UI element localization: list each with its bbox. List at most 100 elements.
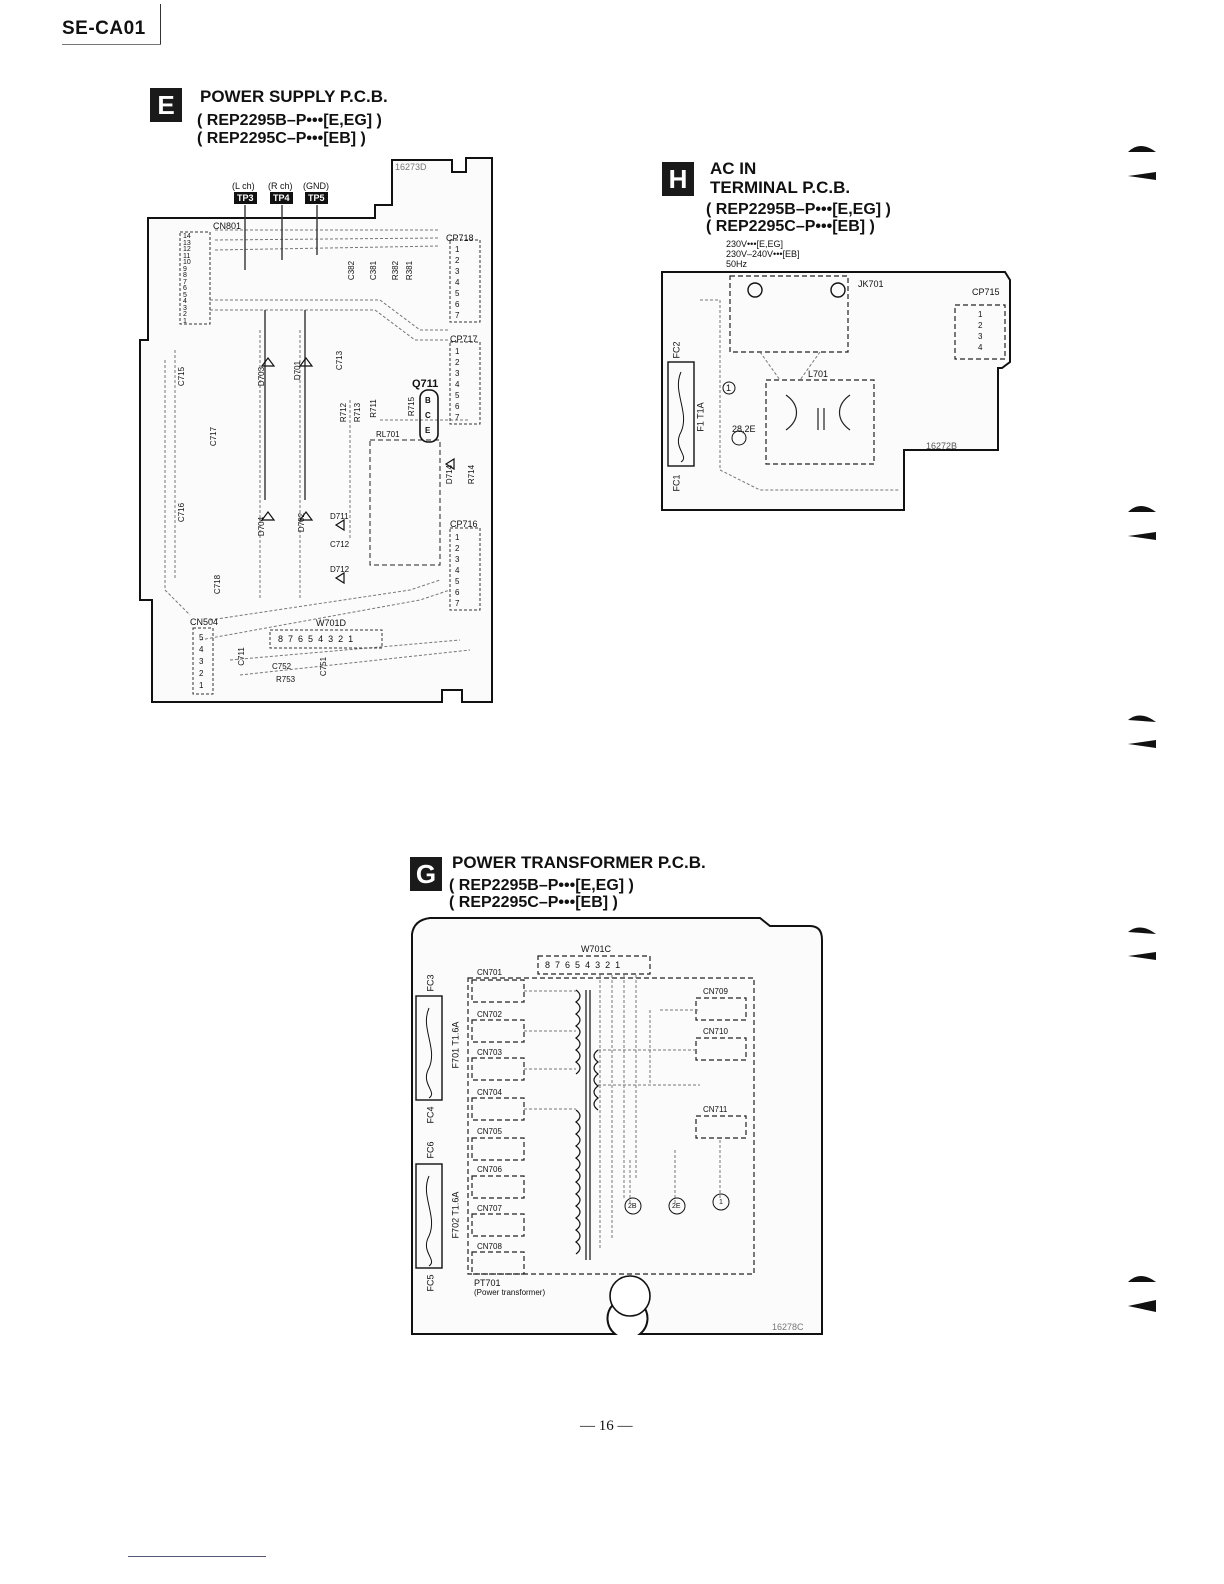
board-h-title-line2: TERMINAL P.C.B. bbox=[710, 178, 851, 197]
fc3-label: FC3 bbox=[425, 974, 436, 992]
cn801-pin: 10 bbox=[183, 259, 191, 266]
board-h-code: 16272B bbox=[926, 441, 958, 451]
cn801-pin: 7 bbox=[183, 278, 187, 286]
cn801-pin: 11 bbox=[183, 252, 191, 260]
tp5-label: (GND) bbox=[303, 181, 329, 191]
tp3-badge: TP3 bbox=[234, 192, 257, 204]
connector-cn711: CN711 bbox=[703, 1105, 728, 1114]
component-c752: C752 bbox=[272, 662, 292, 671]
f702-label: F702 T1.6A bbox=[450, 1191, 461, 1239]
cp716-pin: 2 bbox=[455, 544, 460, 553]
cp717-pin: 6 bbox=[455, 402, 460, 411]
q711-pin: E bbox=[425, 426, 431, 435]
transformer-note: (Power transformer) bbox=[474, 1288, 546, 1297]
cn801-pin: 14 bbox=[183, 233, 191, 240]
connector-cn705: CN705 bbox=[477, 1127, 502, 1136]
connector-cn701: CN701 bbox=[477, 968, 502, 977]
board-g-badge: G bbox=[410, 857, 442, 891]
w701c-pin: 2 bbox=[605, 960, 616, 970]
board-g-part-eb: ( REP2295C–P•••[EB] ) bbox=[449, 894, 618, 911]
w701c-pin: 1 bbox=[615, 960, 626, 970]
connector-cn706: CN706 bbox=[477, 1165, 502, 1174]
cp718-pin: 7 bbox=[455, 311, 460, 320]
board-h-badge: H bbox=[662, 162, 694, 196]
board-e-code: 16273D bbox=[395, 162, 427, 172]
cn801-pin: 13 bbox=[183, 239, 191, 247]
tp4-badge: TP4 bbox=[270, 192, 293, 204]
w701d-pin: 3 bbox=[328, 634, 339, 644]
connector-cn710: CN710 bbox=[703, 1027, 728, 1036]
component-d711: D711 bbox=[330, 512, 349, 521]
tp5-badge: TP5 bbox=[305, 192, 328, 204]
w701c-pin: 5 bbox=[575, 960, 586, 970]
cp717-pin: 3 bbox=[455, 369, 460, 378]
cp716-pin: 6 bbox=[455, 588, 460, 597]
cp715-pin: 2 bbox=[978, 321, 983, 330]
q711-pin: C bbox=[425, 411, 431, 420]
cp718-pin: 3 bbox=[455, 267, 460, 276]
cp715-label: CP715 bbox=[972, 287, 1000, 297]
cn504-pin: 4 bbox=[199, 645, 204, 654]
cn504-pin: 2 bbox=[199, 669, 204, 678]
cn504-label: CN504 bbox=[190, 617, 219, 627]
cn801-pin: 9 bbox=[183, 265, 187, 273]
w701c-pin: 7 bbox=[555, 960, 566, 970]
w701d-pin: 5 bbox=[308, 634, 319, 644]
cn504-pins: 5 4 3 2 1 bbox=[199, 632, 203, 692]
w701d-pin: 2 bbox=[338, 634, 349, 644]
cn801-label: CN801 bbox=[213, 221, 242, 231]
tp3-label: (L ch) bbox=[232, 181, 255, 191]
cp718-pin: 5 bbox=[455, 289, 460, 298]
marker-1-h: 1 bbox=[726, 383, 732, 393]
cp718-label: CP718 bbox=[446, 233, 474, 243]
w701c-pin: 4 bbox=[585, 960, 596, 970]
cp718-pin: 6 bbox=[455, 300, 460, 309]
cn801-pin: 12 bbox=[183, 246, 191, 253]
cn801-pin: 3 bbox=[183, 304, 187, 312]
cp718-pin: 1 bbox=[455, 245, 460, 254]
jk701-label: JK701 bbox=[858, 279, 884, 289]
cp718-pin: 2 bbox=[455, 256, 460, 265]
cn504-pin: 1 bbox=[199, 681, 204, 690]
footer-rule bbox=[128, 1556, 266, 1557]
w701c-pin: 8 bbox=[545, 960, 556, 970]
component-q711: Q711 bbox=[412, 378, 439, 390]
page-number: — 16 — bbox=[580, 1418, 633, 1434]
board-h-part-eb: ( REP2295C–P•••[EB] ) bbox=[706, 218, 875, 235]
board-h-title-line1: AC IN bbox=[710, 159, 757, 178]
board-e-title: POWER SUPPLY P.C.B. bbox=[200, 87, 388, 106]
w701d-pin: 7 bbox=[288, 634, 299, 644]
cn801-pin: 6 bbox=[183, 285, 187, 292]
marker-2e: 2E bbox=[672, 1203, 681, 1210]
board-e-part-eb: ( REP2295C–P•••[EB] ) bbox=[197, 130, 366, 147]
connector-cn702: CN702 bbox=[477, 1010, 502, 1019]
l701-label: L701 bbox=[808, 369, 829, 379]
cp717-pin: 1 bbox=[455, 347, 460, 356]
header-divider bbox=[160, 4, 161, 44]
connector-cn704: CN704 bbox=[477, 1088, 502, 1097]
board-e-part-eeg: ( REP2295B–P•••[E,EG] ) bbox=[197, 112, 382, 129]
cn801-pin: 4 bbox=[183, 298, 187, 305]
cn504-pin: 3 bbox=[199, 657, 204, 666]
cp716-pin: 7 bbox=[455, 599, 460, 608]
w701d-pin: 4 bbox=[318, 634, 329, 644]
model-number: SE-CA01 bbox=[62, 18, 146, 39]
fc5-label: FC5 bbox=[425, 1274, 436, 1292]
connector-cn707: CN707 bbox=[477, 1204, 502, 1213]
cn504-pin: 5 bbox=[199, 633, 204, 642]
w701c-pins: 87654321 bbox=[545, 960, 625, 970]
connector-cn703: CN703 bbox=[477, 1048, 502, 1057]
cn801-pin: 1 bbox=[183, 317, 187, 325]
cp716-pin: 4 bbox=[455, 566, 460, 575]
binding-marks bbox=[1128, 146, 1156, 1312]
component-d712: D712 bbox=[330, 565, 350, 574]
cp717-pin: 4 bbox=[455, 380, 460, 389]
board-h-part-eeg: ( REP2295B–P•••[E,EG] ) bbox=[706, 201, 891, 218]
